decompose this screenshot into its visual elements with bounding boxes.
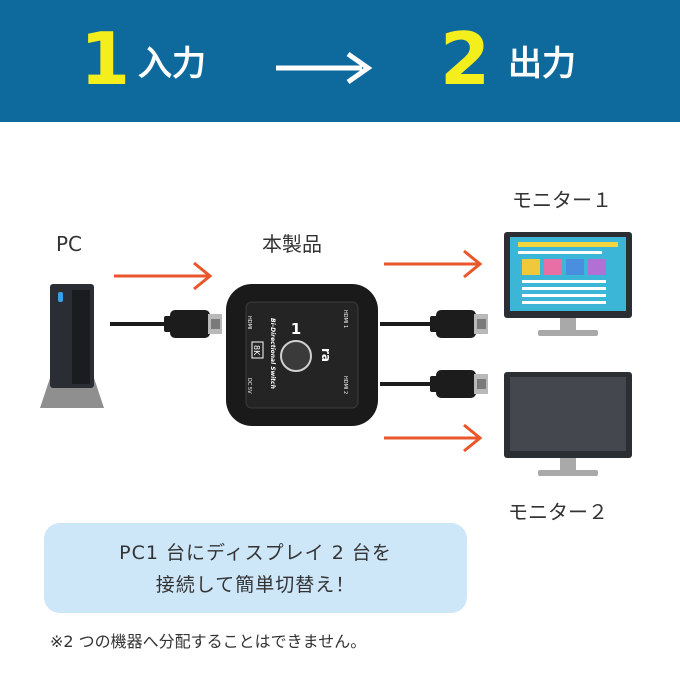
monitor1-icon bbox=[504, 232, 632, 336]
step2-number: 2 bbox=[440, 17, 491, 101]
input-arrow-icon bbox=[114, 261, 213, 291]
switch-button bbox=[280, 340, 312, 372]
port-left-label: HDMI bbox=[246, 316, 252, 329]
footnote: ※2 つの機器へ分配することはできません。 bbox=[50, 632, 367, 651]
pc-label: PC bbox=[56, 232, 83, 256]
port-power-label: DC 5V bbox=[246, 378, 252, 394]
device-logo: ra bbox=[319, 348, 333, 362]
device-badge: 8K bbox=[252, 345, 261, 356]
switch-device: 1 Bi-Directional Switch 8K HDMI DC 5V HD… bbox=[226, 284, 378, 426]
note-box: PC1 台にディスプレイ 2 台を 接続して簡単切替え！ bbox=[44, 523, 467, 613]
pc-tower-icon bbox=[40, 284, 104, 408]
port-right-top-label: HDMI 1 bbox=[342, 310, 348, 328]
monitor2-icon bbox=[504, 372, 632, 476]
output2-hdmi-cable-icon bbox=[380, 370, 488, 398]
input-hdmi-cable-icon bbox=[110, 310, 222, 338]
note-line-2: 接続して簡単切替え！ bbox=[155, 574, 356, 596]
step2-label: 出力 bbox=[508, 44, 576, 84]
monitor2-label: モニター２ bbox=[508, 500, 608, 524]
output2-arrow-icon bbox=[384, 423, 483, 453]
step1-label: 入力 bbox=[138, 44, 206, 84]
monitor1-label: モニター１ bbox=[512, 188, 612, 212]
product-label: 本製品 bbox=[262, 232, 322, 256]
port-right-bottom-label: HDMI 2 bbox=[342, 376, 348, 394]
right-arrow-icon bbox=[276, 51, 373, 85]
device-title: Bi-Directional Switch bbox=[269, 318, 276, 389]
header-banner: 1 入力 2 出力 bbox=[0, 0, 680, 122]
device-digit: 1 bbox=[291, 320, 301, 338]
step1-number: 1 bbox=[80, 17, 131, 101]
note-line-1: PC1 台にディスプレイ 2 台を bbox=[119, 542, 392, 564]
output1-hdmi-cable-icon bbox=[380, 310, 488, 338]
output1-arrow-icon bbox=[384, 249, 483, 279]
